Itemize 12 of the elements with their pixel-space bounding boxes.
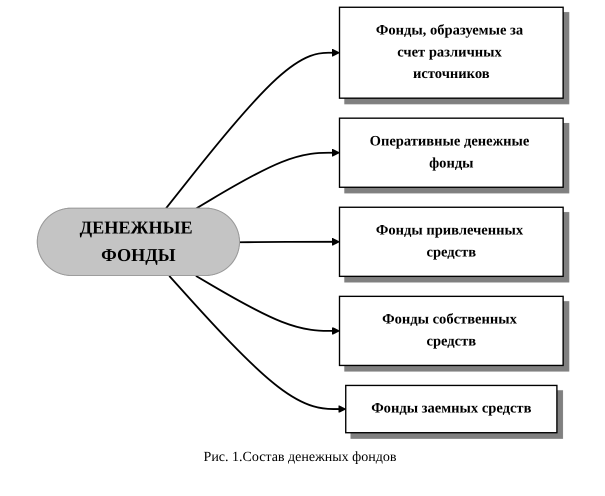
caption: Рис. 1.Состав денежных фондов: [204, 450, 396, 466]
arrow: [168, 275, 346, 414]
arrow: [164, 48, 340, 210]
fund-box: Фонды, образуемые за счет различных источников: [338, 6, 564, 99]
fund-box: Оперативные денежные фонды: [338, 118, 564, 188]
arrow: [195, 148, 340, 210]
fund-box: Фонды собственных средств: [338, 296, 564, 366]
arrow: [195, 275, 340, 335]
fund-box: Фонды привлеченных средств: [338, 206, 564, 278]
central-ellipse: ДЕНЕЖНЫЕ ФОНДЫ: [36, 208, 240, 276]
arrow: [240, 238, 340, 246]
fund-box: Фонды заемных средств: [344, 384, 558, 434]
